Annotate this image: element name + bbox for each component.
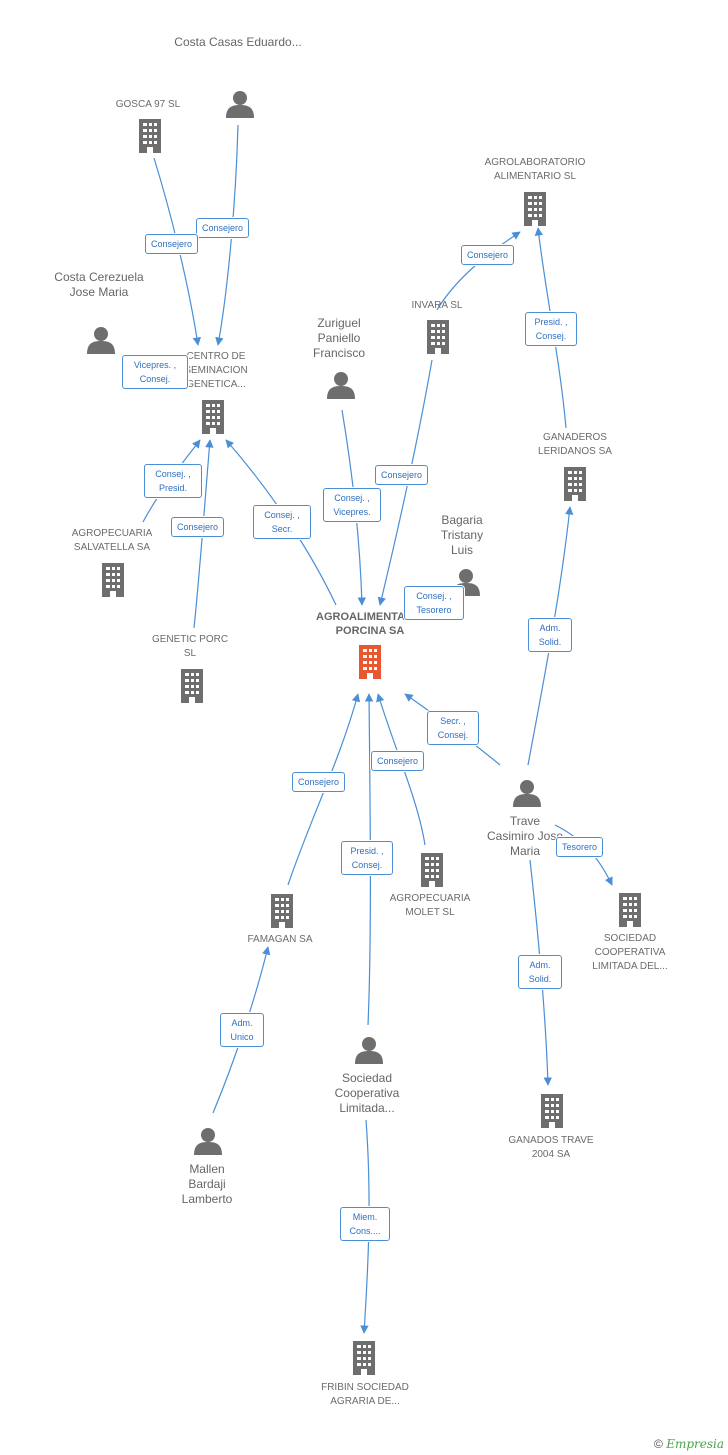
node-label-molet[interactable]: AGROPECUARIA MOLET SL <box>389 893 471 918</box>
building-icon <box>564 467 586 501</box>
relation-label: Presid. , Consej. <box>525 312 577 346</box>
relation-label: Adm. Unico <box>220 1013 264 1047</box>
edge-invara-agrolab <box>436 231 521 311</box>
relation-label: Consejero <box>171 517 225 537</box>
building-icon <box>202 400 224 434</box>
building-icon <box>524 192 546 226</box>
person-icon <box>87 327 115 354</box>
relation-label: Secr. , Consej. <box>427 711 479 745</box>
copyright-icon: © <box>654 1437 663 1451</box>
node-label-invara[interactable]: INVARA SL <box>411 300 463 311</box>
relation-label: Tesorero <box>556 837 604 857</box>
node-label-salvatella[interactable]: AGROPECUARIA SALVATELLA SA <box>71 528 153 553</box>
person-icon <box>513 780 541 807</box>
edge-costa-casas-centro <box>215 124 239 346</box>
building-icon <box>541 1094 563 1128</box>
node-label-fribin[interactable]: FRIBIN SOCIEDAD AGRARIA DE... <box>321 1382 409 1407</box>
building-icon <box>359 645 381 679</box>
node-label-ganaderos[interactable]: GANADEROS LERIDANOS SA <box>538 432 612 457</box>
person-icon <box>226 91 254 118</box>
person-icon <box>327 372 355 399</box>
relation-label: Consejero <box>292 772 346 792</box>
relation-label: Consejero <box>145 234 199 254</box>
edge-molet-center <box>376 693 426 846</box>
relation-label: Presid. , Consej. <box>341 841 393 875</box>
relation-label: Consej. , Secr. <box>253 505 311 539</box>
person-icon <box>194 1128 222 1155</box>
relation-label: Consejero <box>461 245 515 265</box>
relation-label: Consej. , Vicepres. <box>323 488 381 522</box>
relation-label: Consejero <box>371 751 425 771</box>
relation-label: Consej. , Tesorero <box>404 586 464 620</box>
building-icon <box>619 893 641 927</box>
footer-brand[interactable]: © Empresia <box>654 1437 724 1451</box>
node-label-ganados[interactable]: GANADOS TRAVE 2004 SA <box>508 1135 594 1160</box>
node-label-zuriguel[interactable]: Zuriguel Paniello Francisco <box>312 316 365 360</box>
node-label-mallen[interactable]: Mallen Bardaji Lamberto <box>181 1162 233 1206</box>
node-icons <box>87 91 641 1375</box>
node-label-bagaria[interactable]: Bagaria Tristany Luis <box>440 513 484 557</box>
building-icon <box>181 669 203 703</box>
building-icon <box>271 894 293 928</box>
node-label-sociedad-cooperativa[interactable]: SOCIEDAD COOPERATIVA LIMITADA DEL... <box>592 933 668 972</box>
building-icon <box>421 853 443 887</box>
relation-label: Consejero <box>375 465 429 485</box>
node-label-center[interactable]: AGROALIMENTARIA PORCINA SA <box>316 611 424 637</box>
node-label-gosca[interactable]: GOSCA 97 SL <box>115 99 181 110</box>
node-label-agrolaboratorio[interactable]: AGROLABORATORIO ALIMENTARIO SL <box>484 157 586 182</box>
node-label-famagan[interactable]: FAMAGAN SA <box>247 934 313 945</box>
person-icon <box>355 1037 383 1064</box>
brand-name: Empresia <box>666 1437 724 1451</box>
node-label-genetic[interactable]: GENETIC PORC SL <box>151 634 229 659</box>
node-label-centro[interactable]: CENTRO DE SEMINACION GENETICA... <box>184 351 248 390</box>
relation-label: Consejero <box>196 218 250 238</box>
building-icon <box>427 320 449 354</box>
node-label-costa-casas[interactable]: Costa Casas Eduardo... <box>174 35 302 49</box>
building-icon <box>353 1341 375 1375</box>
node-label-sociedad-limitada[interactable]: Sociedad Cooperativa Limitada... <box>334 1071 400 1115</box>
node-label-trave[interactable]: Trave Casimiro Jose Maria <box>486 814 564 858</box>
relation-label: Adm. Solid. <box>518 955 562 989</box>
relation-label: Vicepres. , Consej. <box>122 355 188 389</box>
building-icon <box>102 563 124 597</box>
relation-label: Adm. Solid. <box>528 618 572 652</box>
node-label-costa-cerezuela[interactable]: Costa Cerezuela Jose Maria <box>54 270 144 299</box>
building-icon <box>139 119 161 153</box>
relation-label: Miem. Cons.... <box>340 1207 390 1241</box>
relation-label: Consej. , Presid. <box>144 464 202 498</box>
